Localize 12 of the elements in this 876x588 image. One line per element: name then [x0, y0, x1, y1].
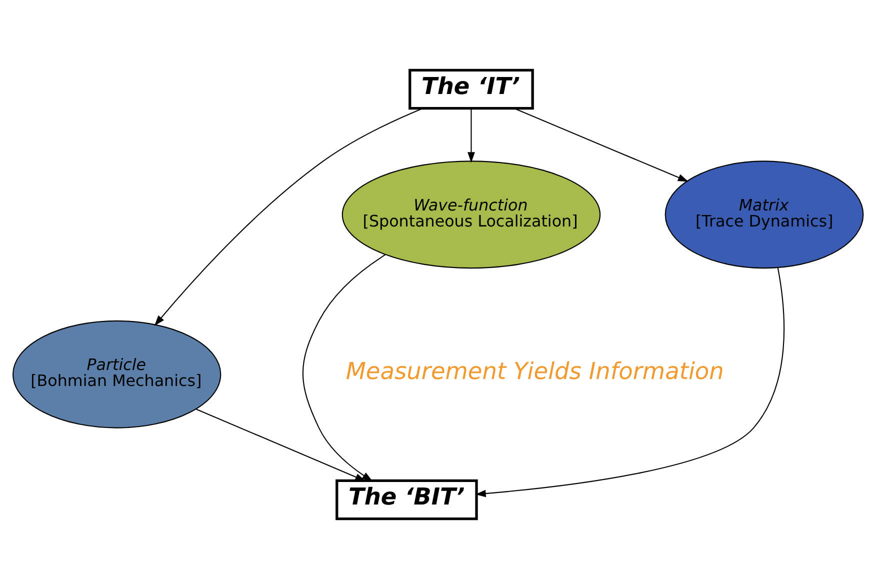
label: Measurement Yields Information: [346, 358, 724, 385]
node-ellipse: Matrix [Trace Dynamics]: [664, 160, 864, 268]
node-box: The ‘IT’: [408, 68, 534, 110]
node-ellipse: Wave-function [Spontaneous Localization]: [342, 160, 601, 268]
arrow: [154, 107, 424, 326]
arrow: [468, 108, 475, 162]
arrow: [514, 107, 689, 182]
arrow: [475, 267, 784, 497]
arrow: [196, 408, 366, 481]
arrow: [302, 254, 386, 481]
node-ellipse: Particle [Bohmian Mechanics]: [12, 320, 222, 428]
node-box: The ‘BIT’: [336, 478, 478, 520]
